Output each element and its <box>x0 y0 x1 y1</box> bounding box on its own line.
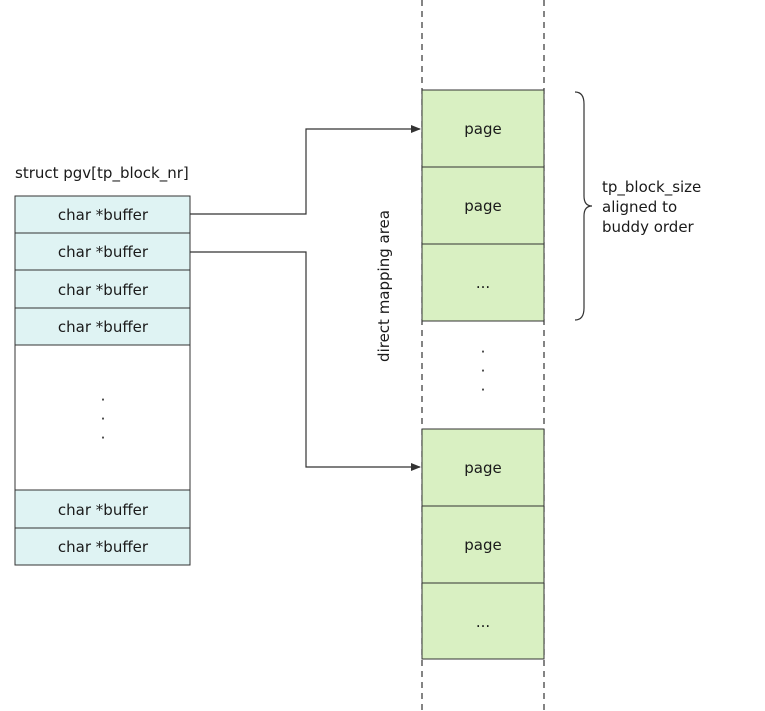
pointer-arrow-bottom <box>190 251 421 471</box>
array-entry-label: char *buffer <box>58 318 149 336</box>
area-label: direct mapping area <box>375 210 393 362</box>
page-cell-label: ... <box>476 613 490 631</box>
page-cell <box>421 89 545 168</box>
brace-label-line: buddy order <box>602 218 695 236</box>
brace-label-line: tp_block_size <box>602 178 701 197</box>
array-entry-label: char *buffer <box>58 206 149 224</box>
brace-label-line: aligned to <box>602 198 677 216</box>
array-entry <box>14 489 191 529</box>
array-entry-label: char *buffer <box>58 538 149 556</box>
array-entry-label: char *buffer <box>58 501 149 519</box>
array-ellipsis: · <box>101 429 106 447</box>
array-ellipsis: · <box>101 410 106 428</box>
pointer-arrow-top <box>190 125 421 215</box>
array-entry <box>14 232 191 271</box>
page-cell <box>421 166 545 245</box>
gap-ellipsis: · <box>481 381 486 399</box>
page-cell-label: page <box>464 120 501 138</box>
curly-brace-icon <box>574 91 593 321</box>
array-entry <box>14 195 191 234</box>
array-title: struct pgv[tp_block_nr] <box>15 164 189 183</box>
array-entry <box>14 307 191 346</box>
array-entry <box>14 527 191 566</box>
page-cell-label: page <box>464 459 501 477</box>
page-cell-label: page <box>464 197 501 215</box>
pgv-array: char *buffer char *buffer char *buffer c… <box>14 195 191 566</box>
gap-ellipsis: · <box>481 362 486 380</box>
page-cell-label: ... <box>476 274 490 292</box>
gap-ellipsis: · <box>481 343 486 361</box>
page-cell <box>421 243 545 322</box>
page-block-top: page page ... <box>421 89 545 322</box>
array-entry-label: char *buffer <box>58 243 149 261</box>
page-cell <box>421 505 545 584</box>
page-cell <box>421 582 545 660</box>
array-gap <box>14 344 191 491</box>
page-block-bottom: page page ... <box>421 428 545 660</box>
array-ellipsis: · <box>101 391 106 409</box>
array-entry-label: char *buffer <box>58 281 149 299</box>
page-cell <box>421 428 545 507</box>
page-cell-label: page <box>464 536 501 554</box>
